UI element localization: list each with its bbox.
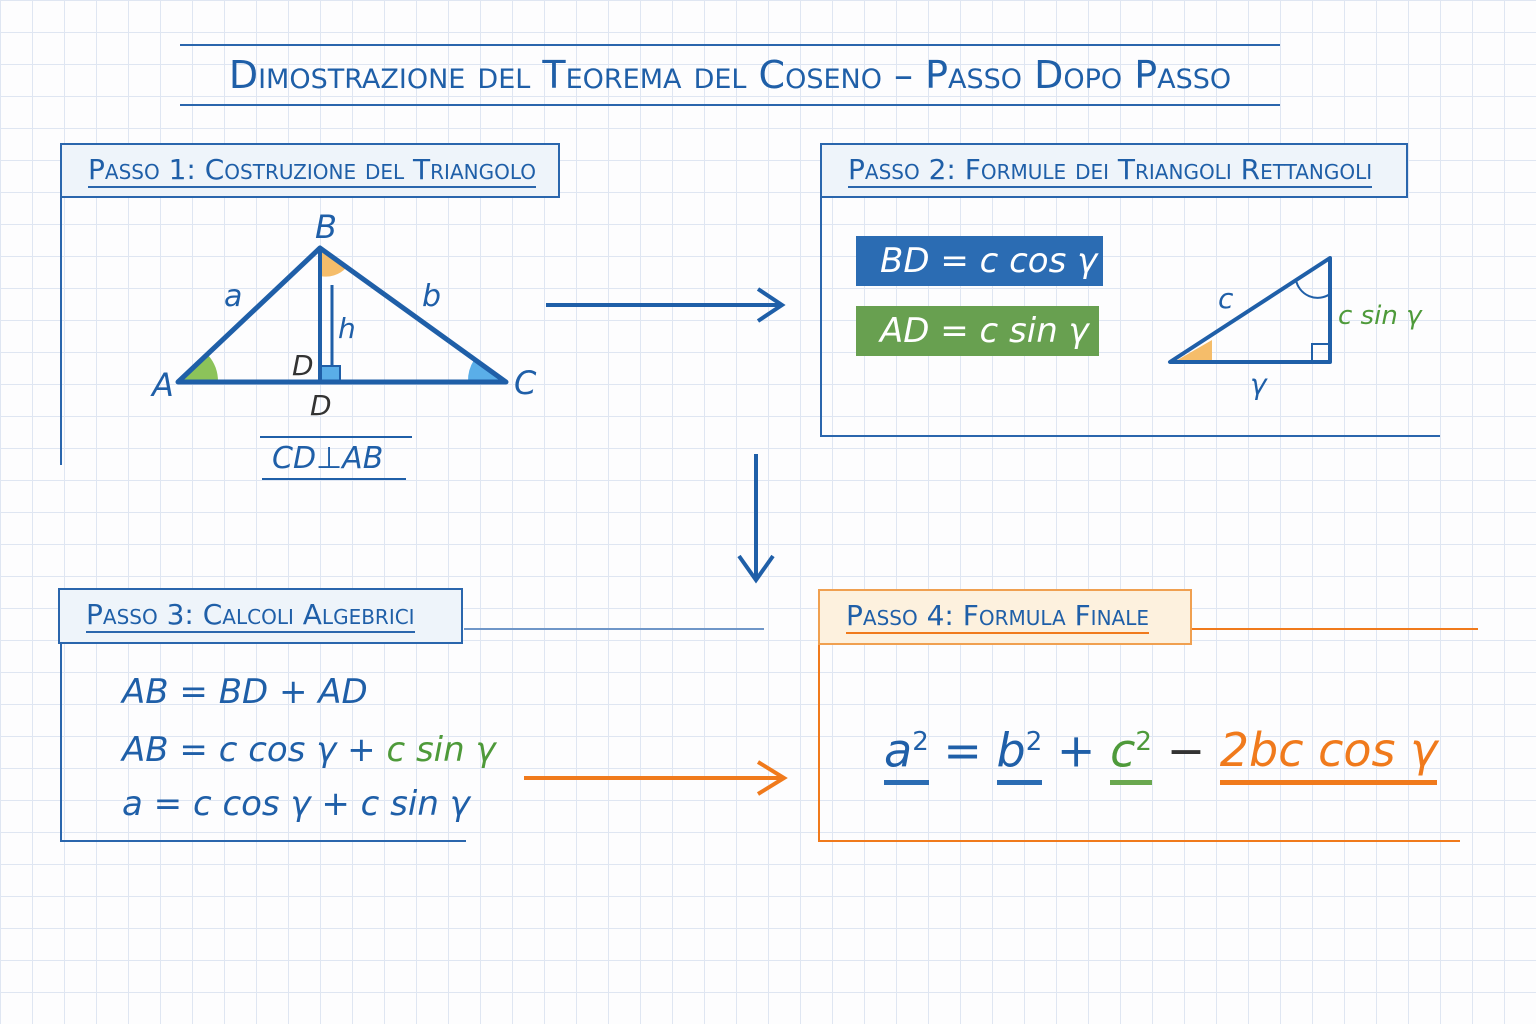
minus-sign: − [1166,723,1206,778]
hypotenuse-c-label: c [1218,282,1234,315]
algebra-line-2: AB = c cos γ + c sin γ [122,730,496,770]
step2-panel [820,195,1440,437]
page-title: Dimostrazione del Teorema del Coseno – P… [180,44,1280,106]
arrow-down-step2-to-step3 [737,454,775,584]
step1-panel [60,195,62,465]
arrow-right-step1-to-step2 [546,287,786,323]
bd-formula-box: BD = c cos γ [856,236,1103,286]
step1-header: Passo 1: Costruzione del Triangolo [60,143,560,198]
vertex-d-label: D [310,389,332,422]
equals-sign: = [943,723,982,778]
term-b-squared: b2 [996,712,1043,786]
height-h-label: h [338,312,356,345]
term-c-squared: c2 [1110,712,1152,786]
plus-sign: + [1056,723,1096,778]
side-b-label: b [422,279,441,314]
step3-panel [60,640,466,842]
side-a-label: a [224,279,242,314]
step3-divider [464,628,764,630]
triangle-abc [175,245,509,385]
step2-header: Passo 2: Formule dei Triangoli Rettangol… [820,143,1408,198]
arrow-right-step3-to-step4 [524,760,788,796]
step3-header: Passo 3: Calcoli Algebrici [58,588,463,644]
ad-formula-box: AD = c sin γ [856,306,1099,356]
right-angle-marker-2 [1311,343,1330,362]
step1-triangle-diagram: B A C D D a b h CD⊥AB [150,208,537,480]
base-gamma-label: γ [1250,368,1268,401]
opposite-side-label: c sin γ [1338,301,1423,331]
vertex-a-label: A [150,366,174,404]
perpendicular-caption: CD⊥AB [272,441,383,476]
step4-header: Passo 4: Formula Finale [818,589,1192,645]
vertex-b-label: B [315,208,337,246]
term-2bc-cos-gamma: 2bc cos γ [1219,720,1438,786]
vertex-d-label-top: D [292,349,314,382]
vertex-c-label: C [514,364,537,402]
right-triangle [1168,256,1332,364]
final-formula: a2 = b2 + c2 − 2bc cos γ [884,712,1438,786]
algebra-line-3: a = c cos γ + c sin γ [122,784,470,824]
step4-divider [1190,628,1478,630]
term-a-squared: a2 [884,712,929,786]
step4-panel [818,640,1460,842]
angle-gamma-marker [1174,340,1212,362]
algebra-line-1: AB = BD + AD [122,672,368,712]
right-triangle-diagram: c c sin γ γ [1168,256,1423,401]
